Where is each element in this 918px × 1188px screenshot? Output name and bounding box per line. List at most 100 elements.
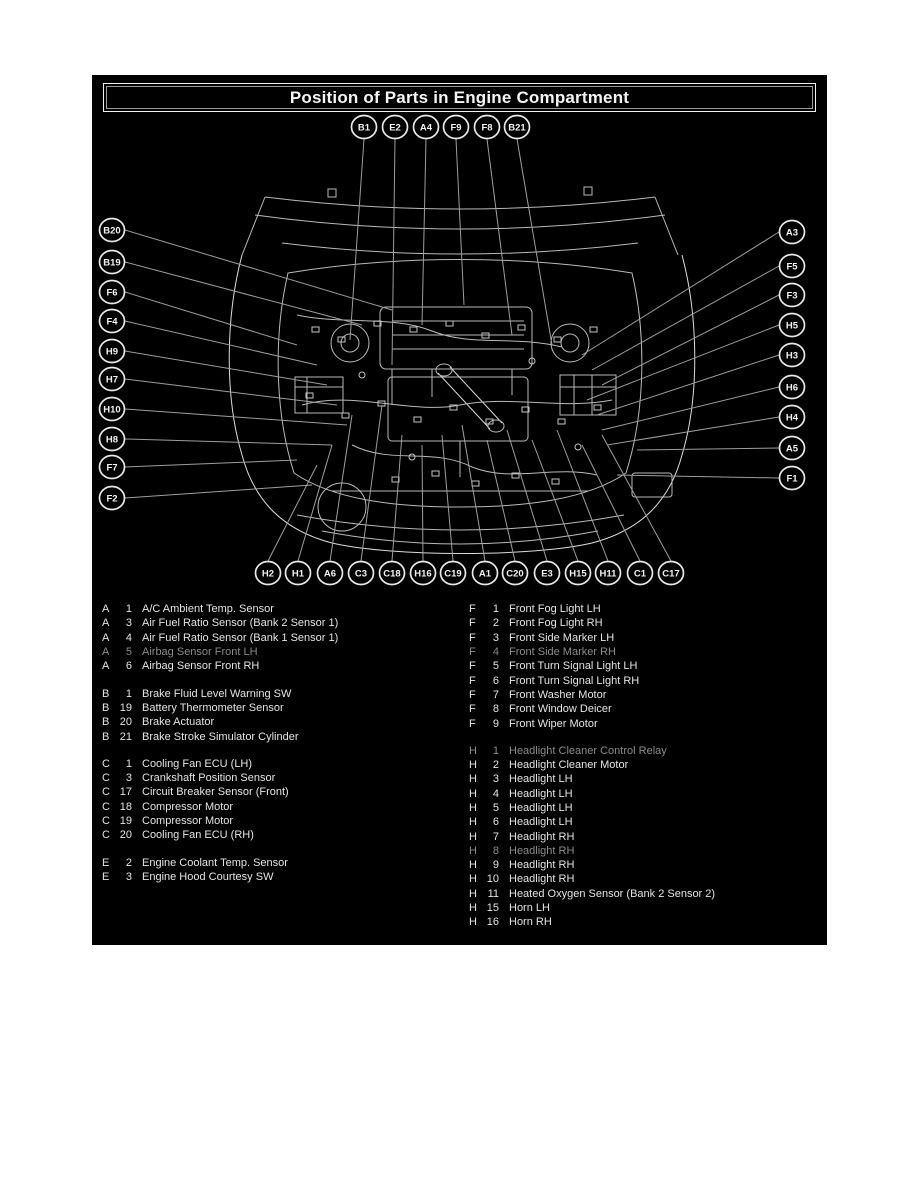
svg-text:F8: F8 bbox=[481, 123, 492, 134]
callout-H11: H11 bbox=[594, 560, 622, 586]
legend-letter: F bbox=[469, 660, 476, 673]
leader-line-F3 bbox=[601, 294, 780, 386]
legend-number: 7 bbox=[492, 688, 499, 701]
legend-description: Horn RH bbox=[509, 916, 552, 929]
callout-H7: H7 bbox=[98, 366, 126, 392]
legend-description: Airbag Sensor Front RH bbox=[142, 660, 260, 673]
legend-letter: H bbox=[469, 902, 477, 915]
legend-number: 8 bbox=[492, 844, 499, 857]
callout-H4: H4 bbox=[778, 404, 806, 430]
legend-number: 4 bbox=[492, 787, 499, 800]
svg-text:C20: C20 bbox=[506, 569, 523, 580]
legend-number: 7 bbox=[492, 830, 499, 843]
leader-line-H5 bbox=[586, 324, 780, 401]
legend-letter: F bbox=[469, 631, 476, 644]
legend-letter: C bbox=[102, 757, 110, 770]
engine-compartment-panel: Position of Parts in Engine Compartment bbox=[92, 75, 827, 945]
legend-number: 1 bbox=[492, 603, 499, 616]
legend-letter: A bbox=[102, 646, 110, 659]
callout-A1: A1 bbox=[471, 560, 499, 586]
legend-number: 5 bbox=[492, 802, 499, 814]
leader-line-F6 bbox=[124, 291, 298, 346]
callout-F1: F1 bbox=[778, 465, 806, 491]
callout-F9: F9 bbox=[442, 114, 470, 140]
legend-letter: F bbox=[469, 717, 476, 730]
leader-line-C1 bbox=[581, 444, 641, 562]
page-title-box: Position of Parts in Engine Compartment bbox=[103, 83, 816, 112]
legend-letter: A bbox=[102, 660, 110, 673]
legend-description: Brake Stroke Simulator Cylinder bbox=[142, 730, 299, 743]
svg-text:C19: C19 bbox=[444, 569, 461, 580]
svg-text:B21: B21 bbox=[508, 123, 526, 134]
svg-text:H9: H9 bbox=[106, 347, 118, 358]
legend-letter: H bbox=[469, 744, 477, 757]
legend-letter: A bbox=[102, 631, 110, 644]
legend-letter: H bbox=[469, 844, 477, 857]
legend-number: 6 bbox=[492, 816, 499, 829]
legend-description: Front Side Marker RH bbox=[509, 646, 616, 659]
legend-description: Compressor Motor bbox=[142, 815, 234, 827]
legend-description: Headlight Cleaner Motor bbox=[509, 759, 629, 772]
leader-line-H15 bbox=[531, 439, 579, 562]
svg-text:F9: F9 bbox=[450, 123, 461, 134]
leader-line-F4 bbox=[124, 320, 318, 366]
legend-number: 1 bbox=[125, 757, 132, 770]
legend-number: 16 bbox=[486, 916, 499, 929]
leader-line-F2 bbox=[124, 484, 313, 499]
leader-line-H10 bbox=[124, 408, 348, 426]
legend-letter: H bbox=[469, 787, 477, 800]
legend-letter: H bbox=[469, 873, 477, 886]
callout-H2: H2 bbox=[254, 560, 282, 586]
legend-number: 3 bbox=[492, 631, 499, 644]
legend-number: 4 bbox=[492, 646, 499, 659]
svg-text:B20: B20 bbox=[103, 226, 120, 237]
legend-number: 5 bbox=[125, 646, 132, 659]
callout-H9: H9 bbox=[98, 338, 126, 364]
legend-letter: H bbox=[469, 759, 477, 772]
callout-F4: F4 bbox=[98, 308, 126, 334]
svg-text:F6: F6 bbox=[106, 288, 117, 299]
legend-description: Air Fuel Ratio Sensor (Bank 1 Sensor 1) bbox=[142, 631, 339, 644]
legend-description: Compressor Motor bbox=[142, 800, 234, 813]
legend-number: 18 bbox=[119, 800, 132, 813]
svg-text:H8: H8 bbox=[106, 435, 118, 446]
legend-letter: C bbox=[102, 786, 110, 799]
leader-line-B19 bbox=[124, 261, 363, 326]
legend-number: 19 bbox=[119, 815, 132, 827]
svg-text:H10: H10 bbox=[103, 405, 120, 416]
legend-letter: H bbox=[469, 773, 477, 786]
leader-line-A3 bbox=[581, 231, 780, 356]
legend-letter: F bbox=[469, 646, 476, 659]
svg-text:H7: H7 bbox=[106, 375, 118, 386]
callout-A5: A5 bbox=[778, 435, 806, 461]
leader-line-C19 bbox=[441, 434, 454, 562]
legend-number: 8 bbox=[492, 703, 499, 716]
svg-text:F2: F2 bbox=[106, 494, 117, 505]
legend-description: Cooling Fan ECU (RH) bbox=[142, 829, 254, 842]
svg-text:H16: H16 bbox=[414, 569, 431, 580]
leader-line-H4 bbox=[606, 416, 780, 446]
leader-line-C20 bbox=[486, 439, 516, 562]
callout-E3: E3 bbox=[533, 560, 561, 586]
callout-C17: C17 bbox=[657, 560, 685, 586]
legend-number: 4 bbox=[125, 631, 132, 644]
svg-text:B19: B19 bbox=[103, 258, 120, 269]
svg-text:A5: A5 bbox=[786, 444, 799, 455]
callout-H5: H5 bbox=[778, 312, 806, 338]
legend-letter: B bbox=[102, 730, 110, 743]
